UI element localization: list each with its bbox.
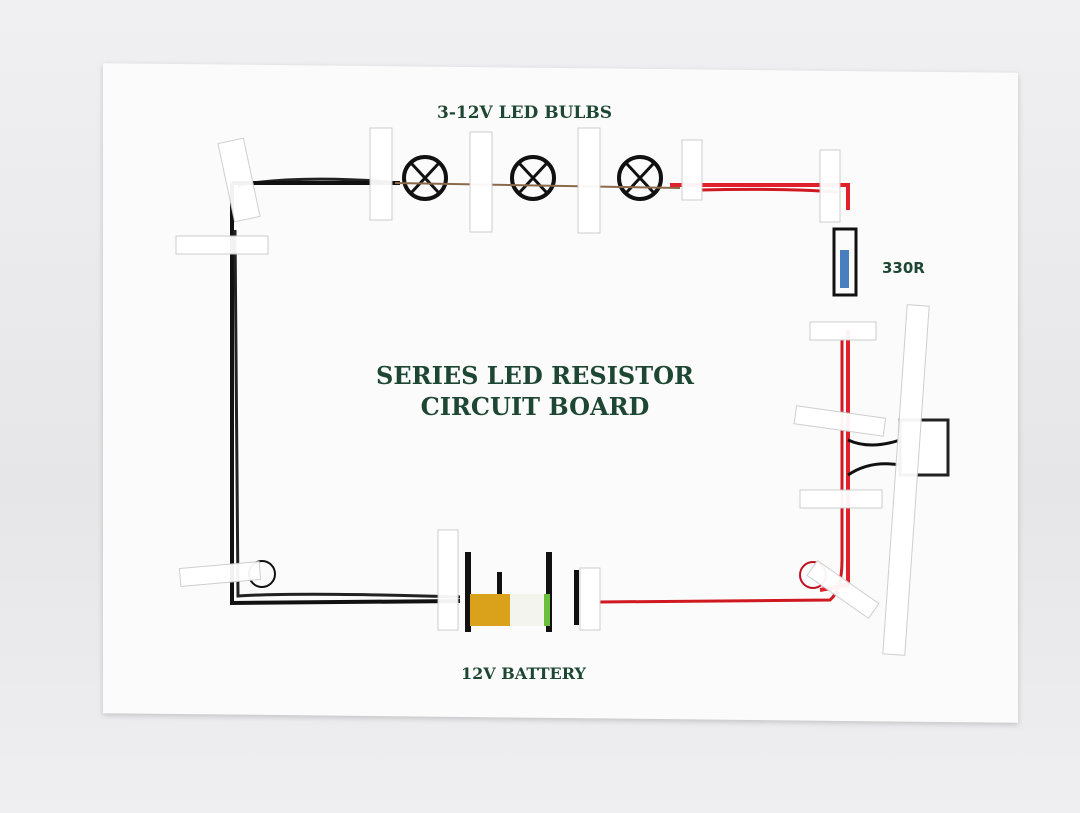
led-bulbs: [402, 155, 663, 201]
title-line-1: SERIES LED RESISTOR: [376, 361, 694, 390]
led-leads: [394, 182, 681, 189]
title-line-2: CIRCUIT BOARD: [420, 392, 650, 421]
tape-strips: [175, 127, 930, 656]
battery: [470, 594, 550, 626]
led-bulb-1: [402, 155, 448, 201]
resistor-label: 330R: [882, 259, 925, 277]
black-wire-path: [230, 183, 461, 606]
battery-label: 12V BATTERY: [461, 664, 586, 683]
board-title: SERIES LED RESISTOR CIRCUIT BOARD: [340, 360, 730, 422]
resistor-symbol: [832, 227, 858, 297]
switch-wires: [847, 438, 901, 477]
resistor: [840, 250, 849, 288]
led-bulb-3: [617, 155, 663, 201]
led-bulb-2: [510, 155, 556, 201]
led-bulbs-label: 3-12V LED BULBS: [437, 103, 613, 123]
